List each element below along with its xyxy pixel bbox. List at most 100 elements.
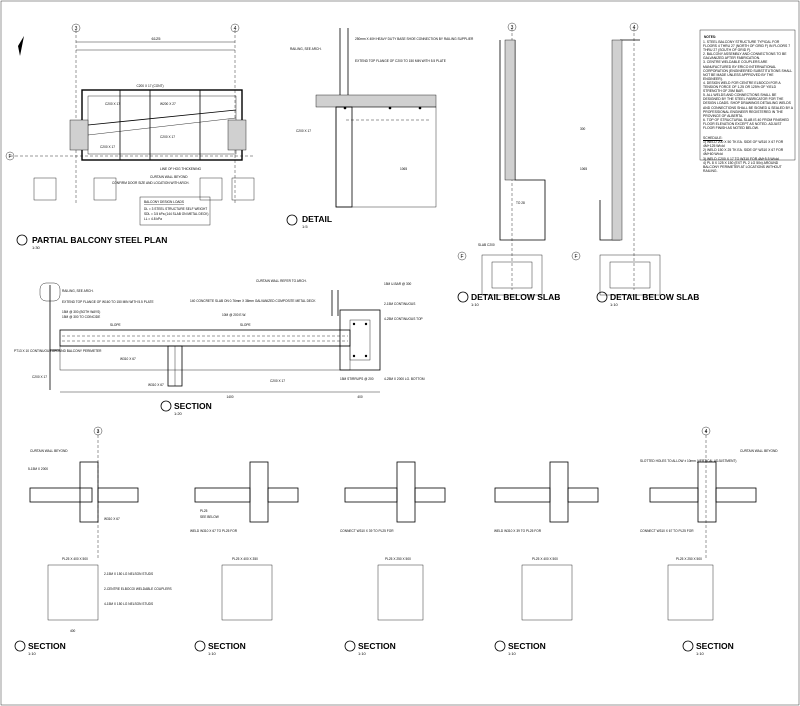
design-loads-line: LL = 4.8 kPa <box>144 217 162 221</box>
beam-label: C200 X 17 <box>100 145 115 149</box>
small-section-label: CURTAIN WALL BEYOND <box>740 449 778 453</box>
section-3-title: SECTION <box>358 641 396 651</box>
small-section-label: CONNECT W310 X 67 TO PL25 FOR <box>640 529 694 533</box>
section-label: 15M U-BAR @ 300 <box>384 282 412 286</box>
section-label: 4-25M X 2000 LG. BOTTOM <box>384 377 425 381</box>
detail-below-label: 1065 <box>580 167 587 171</box>
section-dim: 1400 <box>226 395 233 399</box>
small-section-label: 5-15M X 2000 <box>28 467 48 471</box>
section-2-scale: 1:10 <box>208 651 217 656</box>
plan-note: LINE OF HOG THICKENING <box>160 167 202 171</box>
section-marker-icon <box>457 291 469 303</box>
design-loads-box <box>139 196 211 226</box>
section-label: 140 CONCRETE SLAB ON 0.76mm X 38mm GALVA… <box>190 299 316 303</box>
section-4-title: SECTION <box>508 641 546 651</box>
note-item: 6. TOP OF STRUCTURAL SLAB IS 40 FROM FIN… <box>703 117 789 130</box>
section-label: C200 X 17 <box>32 375 47 379</box>
embed-plate <box>521 564 573 621</box>
small-section-5: 4 SLOTTED HOLES TO ALLOW ± 10mm (VERTICA… <box>640 426 778 656</box>
grid-label: F <box>8 154 11 160</box>
north-arrow-icon <box>18 36 24 56</box>
detail-label: 1065 <box>400 167 407 171</box>
detail-label: EXTEND TOP FLANGE OF C200 TO 150 MIN WIT… <box>355 59 446 63</box>
section-4-scale: 1:10 <box>508 651 517 656</box>
section-label: CURTAIN WALL REFER TO ARCH. <box>256 279 307 283</box>
embed-plate <box>377 564 424 621</box>
small-section-label: WELD W310 X 67 TO PL25 FOR <box>190 529 238 533</box>
section-marker-icon <box>16 234 28 246</box>
section-3-scale: 1:10 <box>358 651 367 656</box>
section-label: 15M STIRRUPS @ 200 <box>340 377 374 381</box>
main-section-view: 1400 400 SLOPE SLOPE RAILING, SEE ARCH. … <box>14 279 425 416</box>
grid-label: F <box>460 254 463 260</box>
grid-bubble <box>5 151 15 161</box>
design-loads-title: BALCONY DESIGN LOADS <box>144 200 184 204</box>
detail-view: RAILING, SEE ARCH. 250mm X 40H HEAVY DUT… <box>286 28 474 229</box>
schedule-item: 1) WELD 200 X 50 TK EA. SIDE OF W310 X 6… <box>703 140 784 149</box>
small-section-label: PL25 X 400 X 500 <box>62 557 88 561</box>
detail-below-label: SLAB C200 <box>478 243 495 247</box>
section-5-title: SECTION <box>696 641 734 651</box>
design-loads-line: SDL = 3.5 kPa (144 SLAB ON METAL DECK) <box>144 212 208 216</box>
small-section-label: W310 X 67 <box>104 517 120 521</box>
small-section-label: CONNECT W310 X 39 TO PL25 FOR <box>340 529 394 533</box>
plan-dimension: 6125 <box>152 36 162 41</box>
section-main-scale: 1:20 <box>174 411 183 416</box>
section-label: 15M @ 300 (BOTH WAYS) <box>62 310 100 314</box>
section-label: C200 X 17 <box>270 379 285 383</box>
detail-title: DETAIL <box>302 214 332 224</box>
section-label: 4-25M CONTINUOUS TOP <box>384 317 423 321</box>
beam-label: C200 X 17 (CONT) <box>136 84 163 88</box>
small-section-label: PL25 X 250 X 500 <box>676 557 702 561</box>
small-section-label: PL25 X 400 X 500 <box>532 557 558 561</box>
detail-below-slab-1: 3 F SLAB C200 TO 28 DETAIL BELOW SLAB 1:… <box>457 22 560 307</box>
small-section-label: SLOTTED HOLES TO ALLOW ± 10mm (VERTICAL … <box>640 459 736 463</box>
grid-label: 3 <box>75 26 78 32</box>
section-1-title: SECTION <box>28 641 66 651</box>
notes-heading: NOTES: <box>704 35 716 39</box>
beam-label: C200 X 17 <box>160 135 175 139</box>
section-label: RAILING, SEE ARCH. <box>62 289 94 293</box>
edge-beam <box>339 309 381 371</box>
section-slope: SLOPE <box>110 323 121 327</box>
schedule-heading: SCHEDULE: <box>703 136 723 141</box>
grid-label: 4 <box>633 25 636 31</box>
section-marker-icon <box>494 640 506 652</box>
detail-label: C200 X 17 <box>296 129 311 133</box>
grid-label: 3 <box>511 25 514 31</box>
section-label: 10M @ 200 E.W. <box>222 313 246 317</box>
detail-below-label: 300 <box>580 127 586 131</box>
embed-plate <box>667 564 714 621</box>
section-marker-icon <box>160 400 172 412</box>
small-section-label: 4-15M X 150 LG NELSON STUDS <box>104 602 153 606</box>
schedule-item: 3) WELD C200 X 17 TO W310 FOR 4M+5.5 Wt=… <box>703 156 780 161</box>
plan-view: 3 4 F 6125 C200 X 17 (CONT) C200 X 17 W2… <box>5 23 255 250</box>
small-section-label: PL25 X 400 X 350 <box>232 557 258 561</box>
detail-below-title: DETAIL BELOW SLAB <box>610 292 699 302</box>
design-loads-line: DL = 3 STEEL STRUCTURE SELF WEIGHT <box>144 207 207 211</box>
beam-label: W200 X 27 <box>160 102 176 106</box>
detail-below-scale: 1:10 <box>610 302 619 307</box>
section-label: W310 X 67 <box>120 357 136 361</box>
detail-below-slab-2: 4 F 300 1065 DETAIL BELOW SLAB 1:10 <box>571 22 699 307</box>
small-section-1: 3 5-15M X 2000 CURTAIN WALL BEYOND W310 … <box>14 426 172 656</box>
section-1-scale: 1:10 <box>28 651 37 656</box>
schedule-item: 2) WELD 150 X 25 TK EA. SIDE OF W310 X 6… <box>703 148 784 157</box>
small-section-label: CURTAIN WALL BEYOND <box>30 449 68 453</box>
section-marker-icon <box>682 640 694 652</box>
small-section-label: PL25 <box>200 509 208 513</box>
section-label: W310 X 67 <box>148 383 164 387</box>
grid-label: 4 <box>234 26 237 32</box>
grid-bubble <box>230 23 240 33</box>
section-marker-icon <box>14 640 26 652</box>
small-section-3: CONNECT W310 X 39 TO PL25 FOR PL25 X 250… <box>340 461 446 656</box>
section-main-title: SECTION <box>174 401 212 411</box>
section-label: PT13 X 10 CONTINUOUS AROUND BALCONY PERI… <box>14 349 102 353</box>
detail-label: 250mm X 40H HEAVY DUTY BASE SHOE CONNECT… <box>355 37 474 41</box>
section-5-scale: 1:10 <box>696 651 705 656</box>
plan-title: PARTIAL BALCONY STEEL PLAN <box>32 235 167 245</box>
section-slope: SLOPE <box>240 323 251 327</box>
section-2-title: SECTION <box>208 641 246 651</box>
detail-label: RAILING, SEE ARCH. <box>290 47 322 51</box>
